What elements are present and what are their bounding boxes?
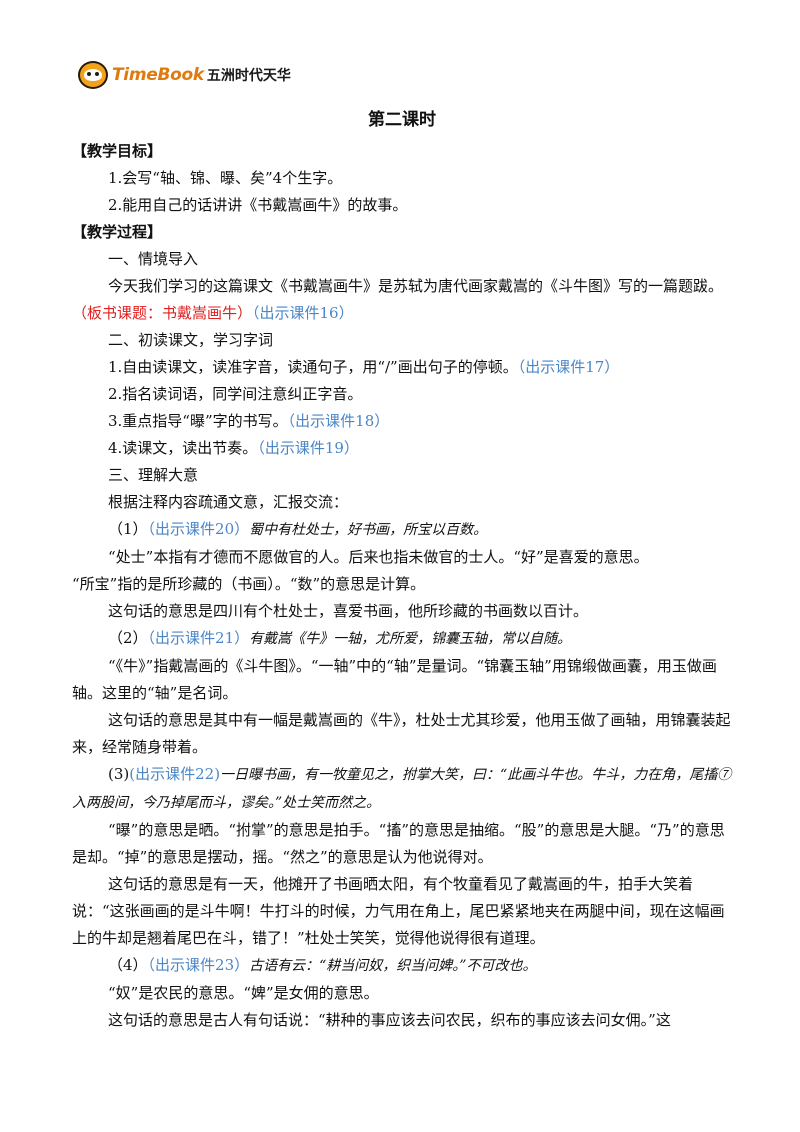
goal-item-2: 2.能用自己的话讲讲《书戴嵩画牛》的故事。 [108,196,408,214]
courseware-ref: （出示课件18） [287,412,390,430]
sentence-3: (3)(出示课件22)一日曝书画，有一牧童见之，拊掌大笑，曰：“此画斗牛也。牛斗… [72,761,732,817]
sentence-1-notes-b: “所宝”指的是所珍藏的（书画）。“数”的意思是计算。 [72,575,426,593]
courseware-ref: （出示课件17） [517,358,620,376]
classical-text: 有戴嵩《牛》一轴，尤所爱，锦囊玉轴，常以自随。 [249,631,572,647]
step-2-item-4: 4.读课文，读出节奏。（出示课件19） [72,435,732,462]
item-text: 3.重点指导“曝”字的书写。 [108,412,288,430]
sentence-2: （2）（出示课件21）有戴嵩《牛》一轴，尤所爱，锦囊玉轴，常以自随。 [72,625,732,653]
classical-text: 古语有云：“耕当问奴，织当问婢。”不可改也。 [249,958,537,974]
classical-text: 蜀中有杜处士，好书画，所宝以百数。 [249,522,488,538]
step-1-paragraph: 今天我们学习的这篇课文《书戴嵩画牛》是苏轼为唐代画家戴嵩的《斗牛图》写的一篇题跋… [72,273,732,327]
courseware-ref: （出示课件20） [147,520,250,538]
sentence-4-meaning: 这句话的意思是古人有句话说：“耕种的事应该去问农民，织布的事应该去问女佣。”这 [108,1011,671,1029]
courseware-ref: （出示课件19） [257,439,359,457]
section-process-heading: 【教学过程】 [72,223,163,241]
courseware-ref: (出示课件22) [129,765,221,783]
sentence-1-meaning: 这句话的意思是四川有个杜处士，喜爱书画，他所珍藏的书画数以百计。 [108,602,589,620]
logo-cn-text: 五洲时代天华 [206,68,291,84]
sentence-4-notes: “奴”是农民的意思。“婢”是女佣的意思。 [108,984,379,1002]
section-goals-heading: 【教学目标】 [72,142,163,160]
sentence-4: （4）（出示课件23）古语有云：“耕当问奴，织当问婢。”不可改也。 [72,952,732,980]
step-1-text: 今天我们学习的这篇课文《书戴嵩画牛》是苏轼为唐代画家戴嵩的《斗牛图》写的一篇题跋… [108,277,724,295]
step-2-item-1: 1.自由读课文，读准字音，读通句子，用“/”画出句子的停顿。（出示课件17） [72,354,732,381]
item-text: 4.读课文，读出节奏。 [108,439,258,457]
brand-logo: TimeBook 五洲时代天华 [78,58,291,92]
board-title-note: （板书课题：书戴嵩画牛） [72,304,253,322]
sentence-number: （1） [108,520,148,538]
sentence-3-meaning: 这句话的意思是有一天，他摊开了书画晒太阳，有个牧童看见了戴嵩画的牛，拍手大笑着说… [72,875,725,947]
document-body: 第二课时 【教学目标】 1.会写“轴、锦、曝、矣”4个生字。 2.能用自己的话讲… [72,106,732,1034]
courseware-ref: （出示课件23） [147,956,250,974]
step-3-heading: 三、理解大意 [108,466,199,484]
courseware-ref: （出示课件16） [252,304,354,322]
sentence-1-notes-a: “处士”本指有才德而不愿做官的人。后来也指未做官的士人。“好”是喜爱的意思。 [108,548,649,566]
page-title: 第二课时 [368,110,436,130]
logo-brand-text: TimeBook [112,65,204,85]
classical-text: 一日曝书画，有一牧童见之，拊掌大笑，曰：“此画斗牛也。牛斗，力在角，尾搐⑦入两股… [72,767,732,811]
step-1-heading: 一、情境导入 [108,250,199,268]
goal-item-1: 1.会写“轴、锦、曝、矣”4个生字。 [108,169,343,187]
step-2-item-2: 2.指名读词语，同学间注意纠正字音。 [108,385,363,403]
sentence-3-notes: “曝”的意思是晒。“拊掌”的意思是拍手。“搐”的意思是抽缩。“股”的意思是大腿。… [72,821,725,866]
step-3-intro: 根据注释内容疏通文意，汇报交流： [108,493,349,511]
sentence-2-meaning: 这句话的意思是其中有一幅是戴嵩画的《牛》，杜处士尤其珍爱，他用玉做了画轴，用锦囊… [72,711,731,756]
step-2-item-3: 3.重点指导“曝”字的书写。（出示课件18） [72,408,732,435]
sentence-number: (3) [108,765,130,783]
sentence-number: （2） [108,629,148,647]
item-text: 1.自由读课文，读准字音，读通句子，用“/”画出句子的停顿。 [108,358,518,376]
sentence-1: （1）（出示课件20）蜀中有杜处士，好书画，所宝以百数。 [72,516,732,544]
sentence-2-notes: “《牛》”指戴嵩画的《斗牛图》。“一轴”中的“轴”是量词。“锦囊玉轴”用锦缎做画… [72,657,717,702]
step-2-heading: 二、初读课文，学习字词 [108,331,274,349]
timebook-logo-icon [78,61,108,89]
courseware-ref: （出示课件21） [147,629,250,647]
sentence-number: （4） [108,956,148,974]
